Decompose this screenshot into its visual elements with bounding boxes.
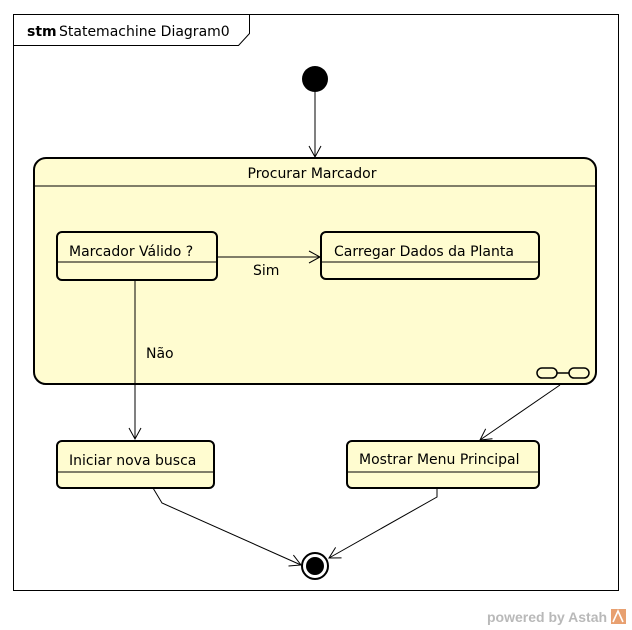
state-procurar-marcador-label: Procurar Marcador — [248, 166, 377, 182]
frame-keyword: stm — [27, 24, 57, 40]
astah-logo-icon — [611, 609, 626, 624]
state-carregar-dados[interactable]: Carregar Dados da Planta — [320, 231, 540, 280]
state-procurar-marcador[interactable]: Procurar Marcador — [33, 157, 597, 385]
powered-by-text: powered by Astah — [487, 609, 607, 625]
transition-procurar-to-menu[interactable] — [479, 384, 561, 441]
initial-state[interactable] — [302, 66, 328, 92]
state-marcador-valido-label: Marcador Válido ? — [69, 244, 193, 260]
state-mostrar-menu[interactable]: Mostrar Menu Principal — [346, 440, 540, 489]
state-marcador-valido[interactable]: Marcador Válido ? — [56, 231, 218, 281]
final-state[interactable] — [301, 552, 329, 580]
state-iniciar-nova-busca-label: Iniciar nova busca — [69, 453, 196, 469]
diagram-frame: stm Statemachine Diagram0 — [13, 14, 619, 591]
frame-name-tab — [13, 14, 250, 46]
transition-nao-label: Não — [146, 346, 174, 362]
state-mostrar-menu-label: Mostrar Menu Principal — [359, 452, 520, 468]
state-iniciar-nova-busca[interactable]: Iniciar nova busca — [56, 440, 215, 489]
frame-title: Statemachine Diagram0 — [59, 24, 230, 40]
composite-state-icon — [536, 367, 590, 379]
state-carregar-dados-label: Carregar Dados da Planta — [334, 244, 514, 260]
transition-menu-to-final[interactable] — [328, 488, 438, 559]
transition-busca-to-final[interactable] — [152, 487, 302, 567]
transition-sim-label: Sim — [253, 263, 279, 279]
